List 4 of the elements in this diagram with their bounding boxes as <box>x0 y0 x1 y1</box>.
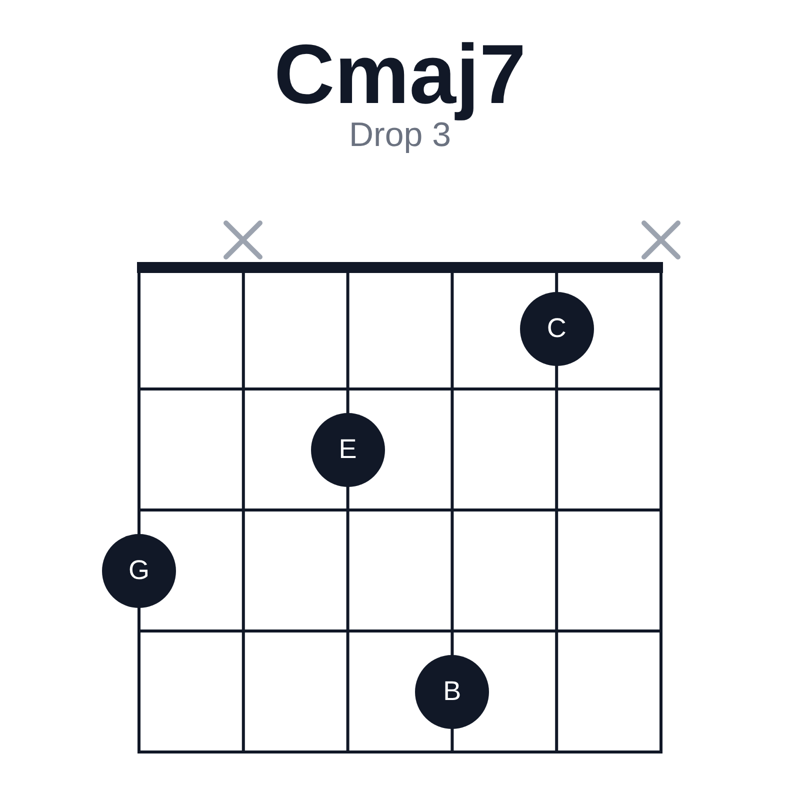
note-name: B <box>443 678 462 705</box>
note-name: E <box>338 436 357 463</box>
note-name: G <box>128 557 150 584</box>
note-name: C <box>546 315 566 342</box>
